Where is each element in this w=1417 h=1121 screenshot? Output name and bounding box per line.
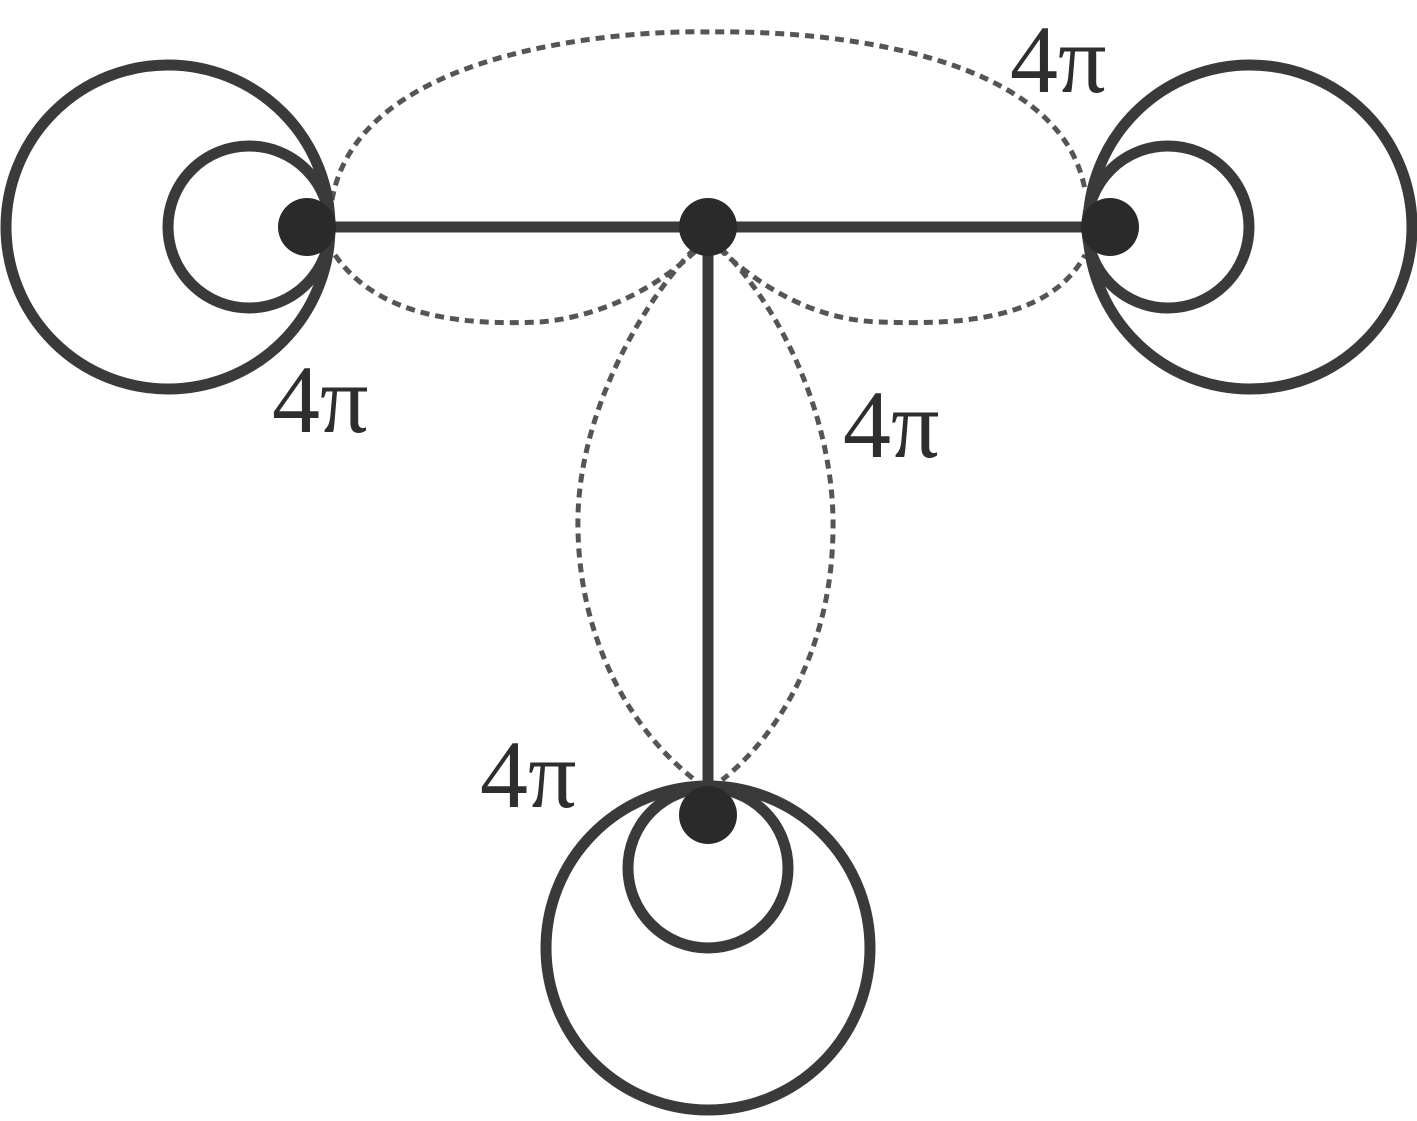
label-bottom: 4π	[480, 721, 576, 828]
node-right	[1081, 198, 1139, 256]
label-left: 4π	[272, 346, 368, 453]
dashed-arc-vertical-left	[575, 236, 707, 782]
node-left	[278, 198, 336, 256]
dashed-arc-vertical-right	[708, 236, 836, 782]
dashed-arc-right-lower	[706, 236, 1088, 326]
label-center-right: 4π	[843, 371, 939, 478]
dashed-arc-top	[329, 29, 1088, 201]
node-bottom	[679, 786, 737, 844]
dashed-arc-left-lower	[332, 236, 710, 326]
label-top-right: 4π	[1010, 6, 1106, 113]
node-center	[679, 198, 737, 256]
